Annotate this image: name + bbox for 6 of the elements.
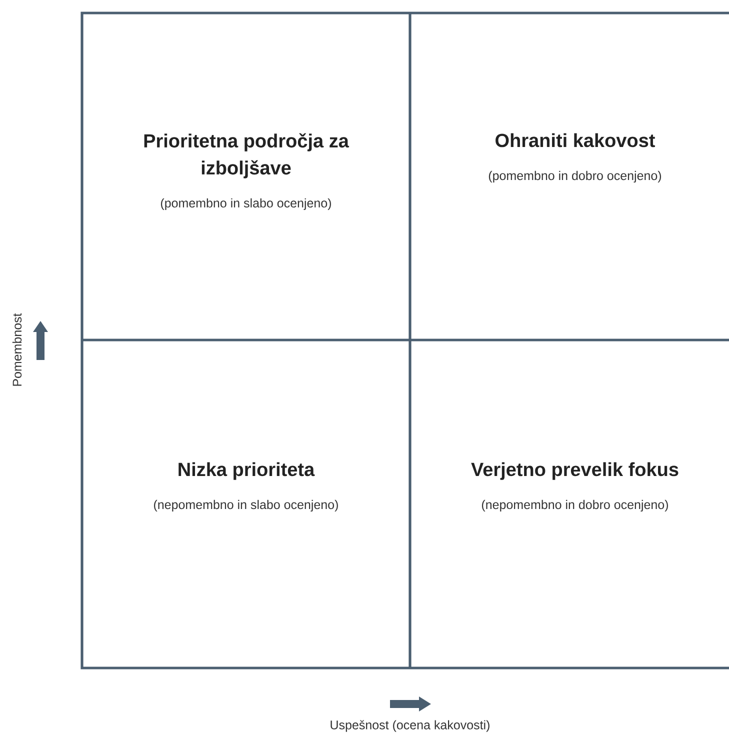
quadrant-cell: Verjetno prevelik fokus (nepomembno in dobro ocenjeno): [471, 462, 678, 512]
axis-label: Uspešnost (ocena kakovosti): [330, 720, 490, 732]
quadrant-cell: Ohraniti kakovost (pomembno in dobro ocenjeno): [488, 133, 662, 183]
quadrant-cell: Nizka prioriteta (nepomembno in slabo ocenjeno): [154, 462, 338, 512]
quadrant-cell: Prioritetna področja za izboljšave (pomembno in slabo ocenjeno): [144, 133, 350, 210]
axis-label: Pomembnost: [12, 313, 22, 386]
